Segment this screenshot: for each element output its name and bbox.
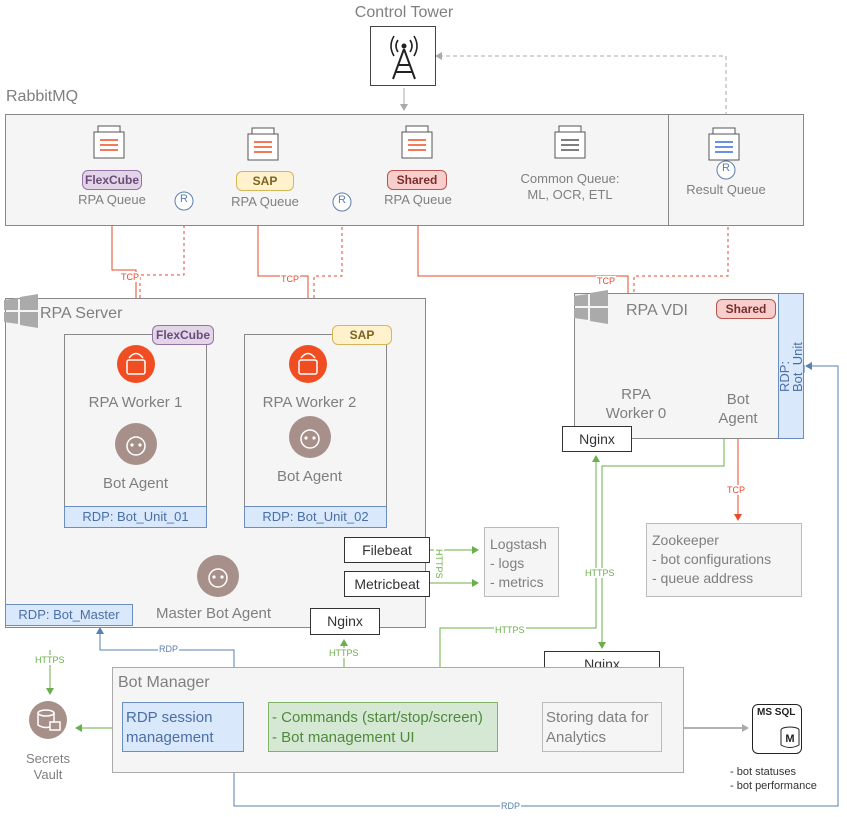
common-queue-label: Common Queue:	[520, 171, 620, 186]
edge-label-https: HTTPS	[494, 625, 526, 635]
android-worker-icon	[289, 345, 327, 383]
windows-icon	[574, 290, 608, 324]
antenna-tower-icon	[390, 35, 418, 80]
nginx-server[interactable]: Nginx	[310, 608, 380, 635]
logstash-title: Logstash	[490, 536, 547, 552]
storing-label: Storing data for	[546, 709, 649, 726]
edge-label-https: HTTPS	[328, 648, 360, 658]
rdp-vdi-label: RDP: Bot_Unit	[777, 342, 805, 392]
logstash-item: - metrics	[490, 574, 544, 590]
mssql-note: - bot performance	[730, 780, 817, 792]
android-worker-icon	[117, 345, 155, 383]
bot-agent-label: Agent	[718, 410, 758, 427]
edge-label-tcp: TCP	[120, 272, 140, 282]
tag-flexcube: FlexCube	[152, 325, 214, 345]
master-bot-agent-icon	[197, 555, 239, 597]
queue-icon	[401, 125, 433, 159]
tag-sap: SAP	[236, 171, 294, 191]
master-bot-agent-label: Master Bot Agent	[156, 605, 272, 622]
queue-icons	[93, 125, 740, 212]
common-queue-sublabel: ML, OCR, ETL	[527, 187, 613, 202]
commands-label: - Commands (start/stop/screen)	[272, 709, 483, 726]
edge-label-https: HTTPS	[34, 655, 66, 665]
mssql-label: MS SQL	[757, 707, 796, 718]
rdp-bot-master[interactable]	[5, 604, 133, 626]
result-badge: R	[180, 193, 188, 205]
rdp-bot-unit-vdi[interactable]	[778, 293, 804, 439]
edge-agent-nginx-bm	[598, 436, 725, 649]
edge-label-tcp: TCP	[596, 276, 616, 286]
bot-agent-label: Bot	[726, 391, 750, 408]
result-badge: R	[338, 194, 346, 206]
control-tower-box	[370, 26, 436, 86]
secrets-vault-label: Secrets	[25, 751, 71, 766]
edge-label-tcp: TCP	[280, 274, 300, 284]
edge-label-tcp: TCP	[726, 485, 746, 495]
edge-rdp-vdi	[233, 362, 839, 807]
storing-data-analytics	[542, 702, 662, 752]
rpa-worker-2-label: RPA Worker 2	[262, 394, 357, 411]
secrets-vault-label: Vault	[33, 767, 63, 782]
tag-shared: Shared	[716, 299, 776, 319]
zookeeper-title: Zookeeper	[652, 532, 719, 548]
rpa-worker-1-label: RPA Worker 1	[88, 394, 183, 411]
control-tower-title: Control Tower	[354, 4, 454, 21]
rdp-vdi-label-line2: Bot_Unit	[790, 342, 805, 392]
rabbitmq-divider	[668, 114, 669, 226]
rabbitmq-title: RabbitMQ	[6, 88, 79, 105]
queue-icon	[554, 125, 586, 159]
queue-icon	[93, 125, 125, 159]
bot-manager-title: Bot Manager	[118, 674, 210, 691]
r-badge-icons	[174, 160, 736, 212]
queue-label: RPA Queue	[384, 192, 452, 207]
rdp-bot-unit-01-label: RDP: Bot_Unit_01	[82, 509, 189, 524]
queue-icon	[247, 127, 279, 161]
filebeat-box[interactable]: Filebeat	[344, 537, 430, 563]
secrets-vault-icon	[29, 701, 67, 739]
edge-result-to-tower	[435, 52, 727, 130]
metricbeat-box[interactable]: Metricbeat	[344, 571, 430, 597]
tag-flexcube: FlexCube	[82, 170, 142, 190]
bot-management-ui[interactable]	[268, 702, 498, 752]
rdp-session-management[interactable]	[122, 702, 244, 752]
result-queue-label: Result Queue	[686, 182, 766, 197]
queue-label: RPA Queue	[231, 194, 299, 209]
result-badge: R	[722, 162, 730, 174]
rpa-worker-0-label: RPA	[621, 386, 651, 403]
zookeeper-item: - queue address	[652, 570, 754, 586]
logstash-item: - logs	[490, 555, 525, 571]
rdp-bot-unit-02-label: RDP: Bot_Unit_02	[262, 509, 369, 524]
rdp-session-label: RDP session	[126, 709, 213, 726]
edge-label-rdp: RDP	[500, 801, 522, 811]
edge-label-https: HTTPS	[584, 568, 616, 578]
bot-agent-icon	[289, 416, 331, 458]
tag-shared: Shared	[387, 170, 447, 190]
rpa-vdi-title: RPA VDI	[626, 302, 688, 319]
queue-icon	[708, 127, 740, 161]
rpa-server-title: RPA Server	[40, 305, 123, 322]
mssql-letter: M	[785, 733, 795, 745]
bot-management-ui-label: - Bot management UI	[272, 729, 415, 746]
nginx-vdi[interactable]: Nginx	[562, 426, 632, 452]
database-icon	[780, 726, 800, 748]
bot-agent-icon	[115, 423, 157, 465]
rdp-bot-master-label: RDP: Bot_Master	[18, 607, 120, 622]
storing-label: Analytics	[546, 729, 607, 746]
rdp-session-label: management	[126, 729, 214, 746]
logstash-box	[484, 527, 559, 597]
bot-agent-label: Bot Agent	[276, 468, 343, 485]
rdp-bot-unit-02[interactable]	[244, 506, 387, 528]
rdp-bot-unit-01[interactable]	[64, 506, 207, 528]
rpa-worker-0-label: Worker 0	[605, 405, 667, 422]
zookeeper-box	[646, 523, 802, 597]
mssql-note: - bot statuses	[730, 766, 797, 778]
zookeeper-item: - bot configurations	[652, 551, 772, 567]
edge-label-rdp: RDP	[158, 644, 180, 654]
windows-icon	[4, 294, 38, 328]
bot-agent-label: Bot Agent	[102, 475, 169, 492]
queue-label: RPA Queue	[78, 192, 146, 207]
tag-sap: SAP	[332, 325, 392, 345]
